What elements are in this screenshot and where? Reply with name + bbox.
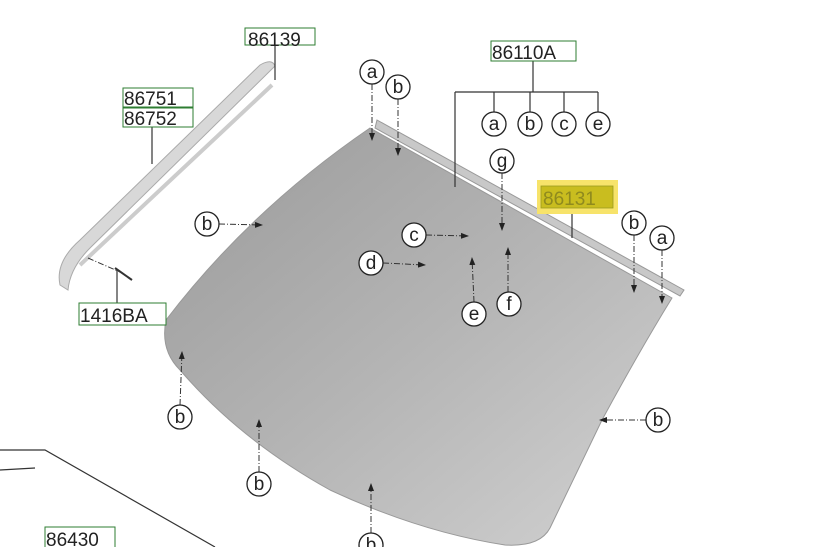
callout-arrows bbox=[178, 84, 665, 533]
label-86752[interactable]: 86752 bbox=[122, 107, 194, 130]
svg-text:86751: 86751 bbox=[124, 89, 177, 110]
svg-text:d: d bbox=[366, 253, 377, 274]
svg-text:a: a bbox=[657, 228, 668, 249]
callout-b-left: b bbox=[194, 211, 220, 237]
body-panel-lines bbox=[0, 449, 216, 547]
leader-lines bbox=[116, 45, 599, 303]
svg-text:b: b bbox=[653, 410, 664, 431]
label-1416BA[interactable]: 1416BA bbox=[78, 302, 167, 327]
callout-group-e: e bbox=[585, 111, 611, 137]
svg-text:b: b bbox=[525, 114, 536, 135]
svg-text:86139: 86139 bbox=[248, 30, 301, 51]
svg-text:a: a bbox=[489, 114, 500, 135]
svg-text:g: g bbox=[497, 151, 508, 172]
svg-text:b: b bbox=[366, 535, 377, 547]
svg-text:1416BA: 1416BA bbox=[80, 306, 148, 327]
svg-text:b: b bbox=[393, 77, 404, 98]
label-86110A[interactable]: 86110A bbox=[490, 40, 577, 64]
callout-group-b: b bbox=[517, 111, 543, 137]
svg-text:e: e bbox=[469, 304, 480, 325]
callout-b-right: b bbox=[621, 210, 647, 236]
callout-b-lower-left: b bbox=[167, 404, 193, 430]
svg-text:c: c bbox=[559, 114, 569, 135]
label-86751[interactable]: 86751 bbox=[122, 87, 194, 110]
callout-b-top: b bbox=[385, 74, 411, 100]
svg-text:f: f bbox=[506, 294, 512, 315]
label-86131-highlighted[interactable]: 86131 bbox=[537, 180, 618, 214]
svg-text:86430: 86430 bbox=[46, 530, 99, 547]
callout-d: d bbox=[358, 250, 384, 276]
label-86430[interactable]: 86430 bbox=[44, 526, 116, 547]
callout-group-a: a bbox=[481, 111, 507, 137]
callout-f: f bbox=[496, 291, 522, 317]
side-moulding-part[interactable] bbox=[58, 61, 276, 291]
callout-g: g bbox=[489, 148, 515, 174]
clip-1416BA[interactable] bbox=[87, 257, 133, 281]
callout-a-right: a bbox=[649, 225, 675, 251]
svg-text:b: b bbox=[175, 407, 186, 428]
svg-text:86752: 86752 bbox=[124, 109, 177, 130]
svg-text:b: b bbox=[629, 213, 640, 234]
svg-text:e: e bbox=[593, 114, 604, 135]
callout-b-bottom: b bbox=[246, 471, 272, 497]
svg-text:c: c bbox=[409, 225, 419, 246]
callout-c: c bbox=[401, 222, 427, 248]
svg-text:b: b bbox=[254, 474, 265, 495]
callout-b-bottom-center: b bbox=[358, 532, 384, 547]
callout-a-top: a bbox=[359, 59, 385, 85]
callout-e: e bbox=[461, 301, 487, 327]
callout-b-lower-right: b bbox=[645, 407, 671, 433]
svg-text:86110A: 86110A bbox=[492, 43, 556, 64]
label-86139[interactable]: 86139 bbox=[244, 27, 316, 51]
callout-group-c: c bbox=[551, 111, 577, 137]
top-moulding-86131[interactable] bbox=[374, 119, 685, 297]
svg-text:b: b bbox=[202, 214, 213, 235]
svg-text:a: a bbox=[367, 62, 378, 83]
svg-text:86131: 86131 bbox=[543, 189, 596, 210]
